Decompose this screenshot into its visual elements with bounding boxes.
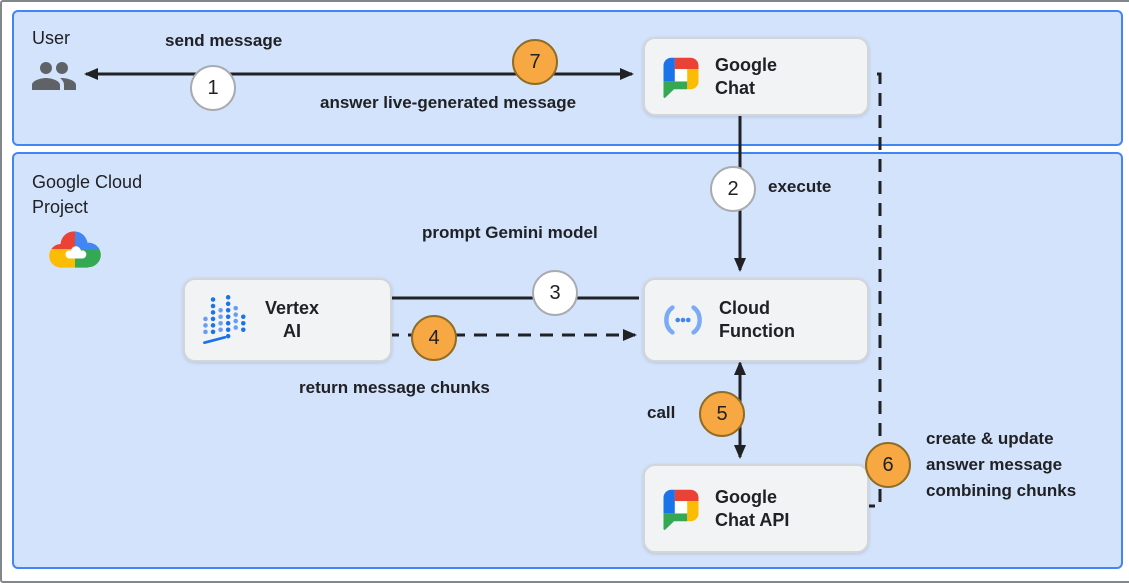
step-4-badge: 4 xyxy=(411,315,457,361)
google-chat-label: Google Chat xyxy=(715,54,777,98)
step-6-badge: 6 xyxy=(865,442,911,488)
user-panel-title: User xyxy=(32,28,71,48)
vertex-ai-node: Vertex AI xyxy=(183,278,392,362)
prompt-label: prompt Gemini model xyxy=(422,223,598,242)
google-cloud-logo xyxy=(49,231,101,268)
send-message-label: send message xyxy=(165,31,283,50)
step-2-badge: 2 xyxy=(710,166,756,212)
call-label: call xyxy=(647,403,676,422)
answer-label: answer live-generated message xyxy=(320,93,577,112)
create-update-label: create & update answer message combining… xyxy=(926,429,1077,500)
step-5-badge: 5 xyxy=(699,391,745,437)
people-icon xyxy=(32,62,76,90)
gcp-panel-title-line1: Google Cloud xyxy=(32,172,143,192)
step-1-badge: 1 xyxy=(190,65,236,111)
gcp-panel-title: Google Cloud Project xyxy=(32,170,142,220)
step-3-badge: 3 xyxy=(532,270,578,316)
gcp-panel-title-line2: Project xyxy=(32,197,89,217)
google-chat-logo xyxy=(663,57,699,98)
return-chunks-label: return message chunks xyxy=(299,378,490,397)
step-7-badge: 7 xyxy=(512,39,558,85)
google-chat-logo xyxy=(663,489,699,530)
vertex-ai-label: Vertex AI xyxy=(265,298,320,341)
cloud-function-label: Cloud Function xyxy=(719,298,795,341)
cloud-functions-icon xyxy=(664,305,702,335)
google-chat-api-label: Google Chat API xyxy=(715,486,790,530)
execute-label: execute xyxy=(768,177,832,196)
google-chat-node: Google Chat xyxy=(643,37,869,116)
vertex-ai-logo xyxy=(203,295,246,345)
google-chat-api-node: Google Chat API xyxy=(643,464,869,553)
cloud-function-node: Cloud Function xyxy=(643,278,869,362)
